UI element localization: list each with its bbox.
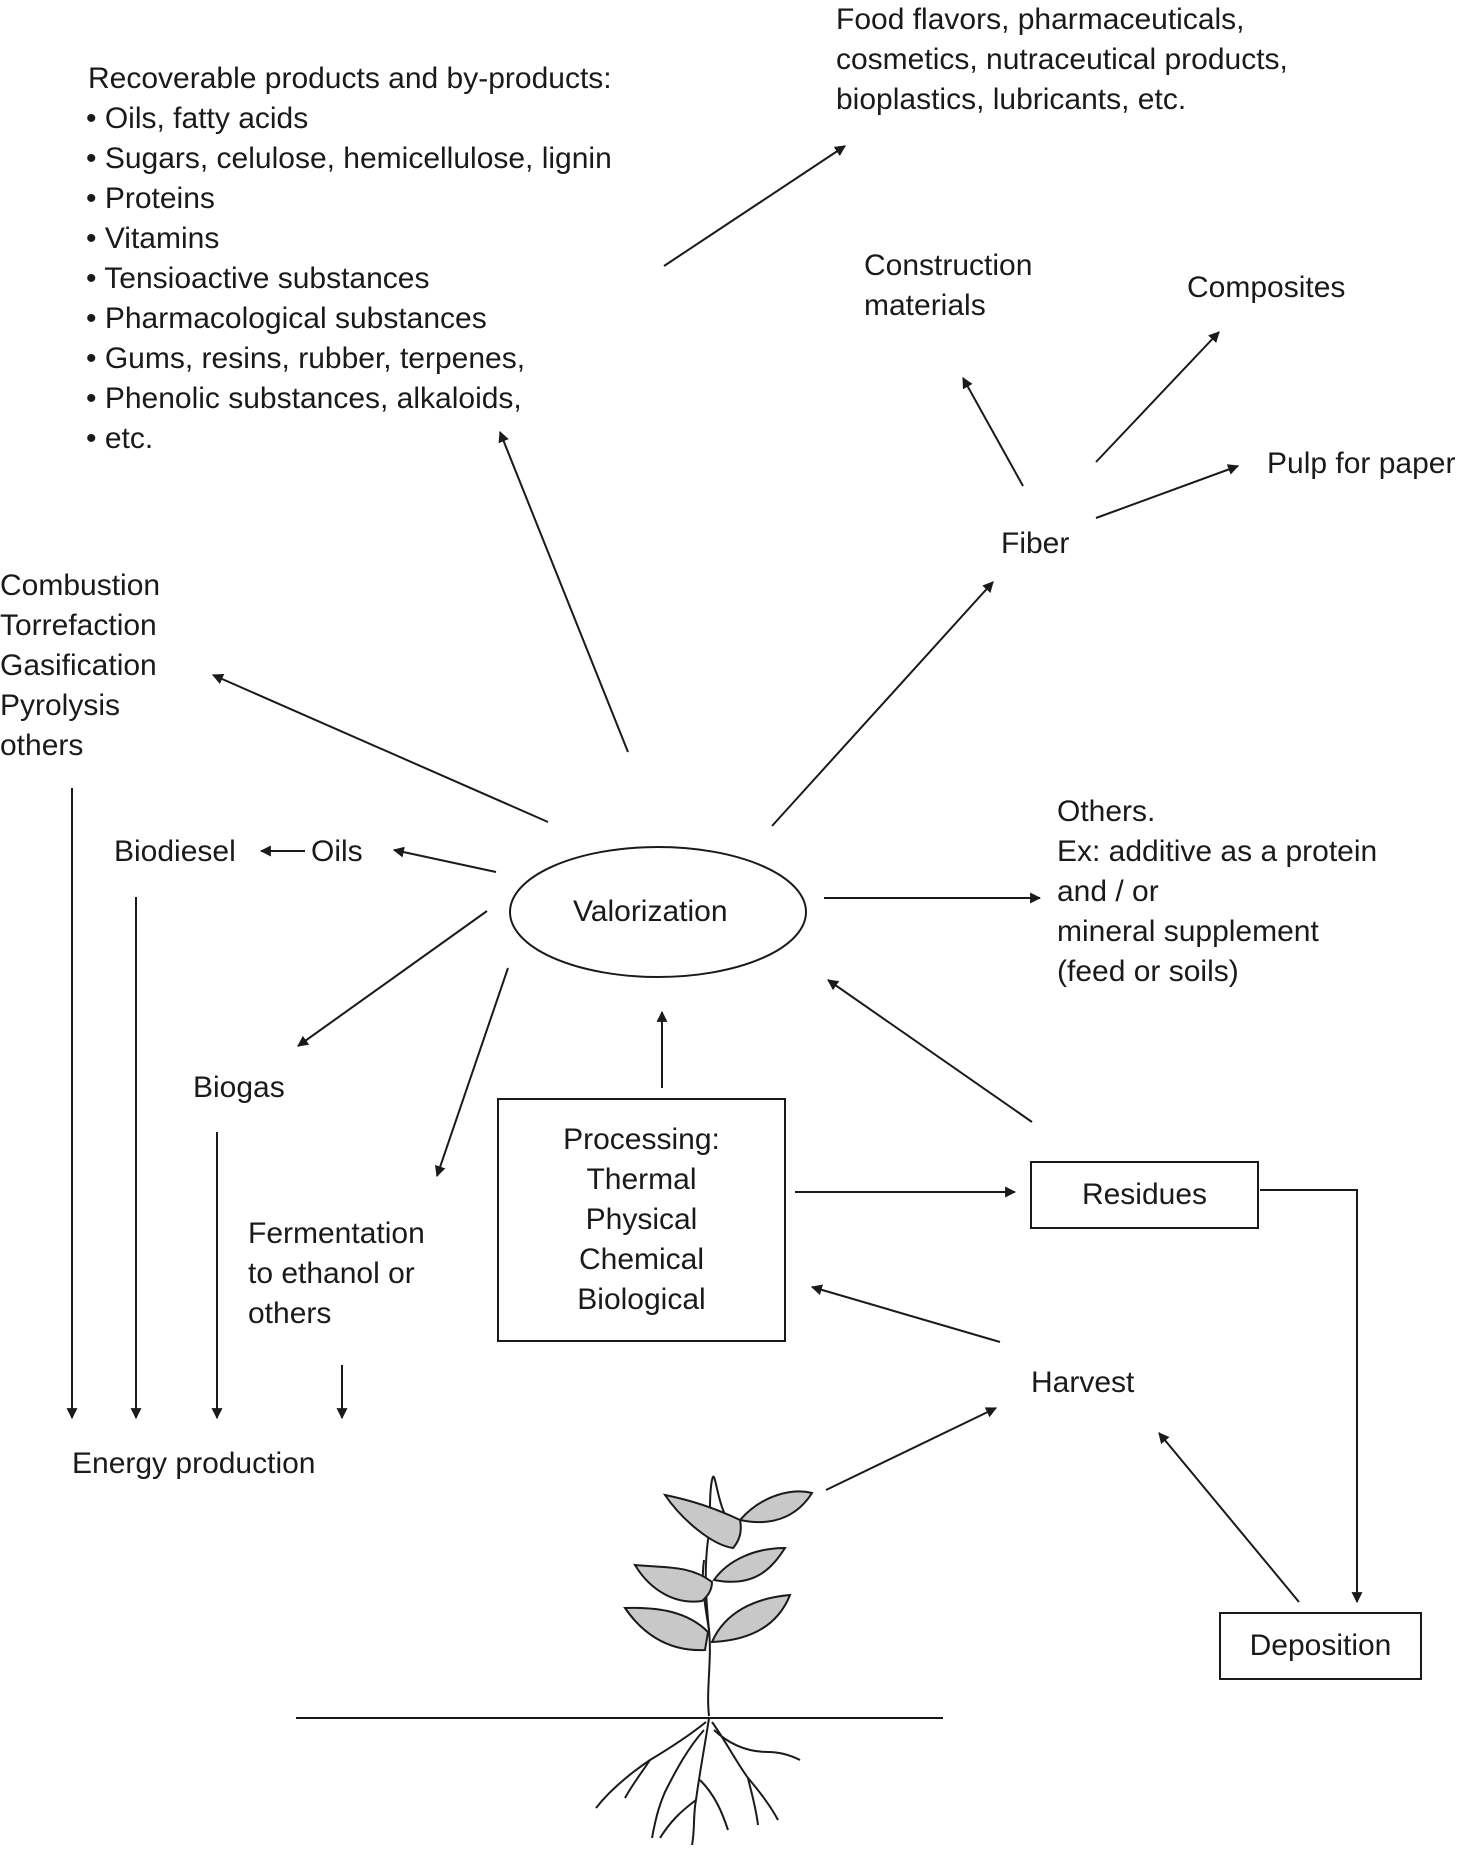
- list-item: • Sugars, celulose, hemicellulose, ligni…: [86, 142, 612, 175]
- deposition-box: Deposition: [1219, 1612, 1422, 1680]
- arrow-residues-to-deposition: [1260, 1189, 1363, 1604]
- harvest-label: Harvest: [1031, 1366, 1135, 1399]
- arrow-to-products: [498, 430, 629, 753]
- list-item: • etc.: [86, 422, 154, 455]
- arrow-fiber-to-composites: [1095, 331, 1220, 463]
- arrow-deposition-to-harvest: [1158, 1432, 1300, 1603]
- arrow-to-thermochemical: [211, 673, 549, 823]
- biogas-label: Biogas: [193, 1071, 285, 1104]
- food-flavors-label: Food flavors, pharmaceuticals, cosmetics…: [836, 3, 1288, 116]
- arrow-to-fermentation: [434, 967, 509, 1178]
- arrow-products-to-food: [663, 145, 846, 267]
- oils-label: Oils: [311, 835, 363, 868]
- list-item: • Pharmacological substances: [86, 302, 487, 335]
- composites-label: Composites: [1187, 271, 1346, 304]
- products-heading: Recoverable products and by-products:: [88, 62, 612, 95]
- energy-production-label: Energy production: [72, 1447, 316, 1480]
- valorization-node: [509, 846, 807, 978]
- arrow-to-fiber: [771, 581, 994, 827]
- arrow-harvest-to-processing: [810, 1284, 1001, 1343]
- arrow-plant-to-harvest: [825, 1407, 997, 1491]
- fiber-label: Fiber: [1001, 527, 1070, 560]
- products-list: • Oils, fatty acids • Sugars, celulose, …: [86, 99, 612, 459]
- others-label: Others. Ex: additive as a protein and / …: [1057, 795, 1378, 988]
- arrow-fiber-to-construction: [962, 377, 1024, 487]
- residues-label: Residues: [1081, 1178, 1208, 1211]
- arrow-residues-to-valorization: [827, 979, 1033, 1123]
- arrow-to-oils: [392, 846, 497, 873]
- biodiesel-label: Biodiesel: [114, 835, 236, 868]
- list-item: • Proteins: [86, 182, 215, 215]
- pulp-for-paper-label: Pulp for paper: [1267, 447, 1456, 480]
- list-item: • Gums, resins, rubber, terpenes,: [86, 342, 526, 375]
- list-item: • Vitamins: [86, 222, 220, 255]
- fermentation-label: Fermentation to ethanol or others: [248, 1217, 425, 1330]
- plant-icon: [595, 1475, 814, 1846]
- list-item: • Oils, fatty acids: [86, 102, 309, 135]
- deposition-label: Deposition: [1249, 1629, 1392, 1662]
- residues-box: Residues: [1030, 1161, 1259, 1229]
- list-item: • Tensioactive substances: [86, 262, 430, 295]
- valorization-label: Valorization: [573, 895, 728, 928]
- arrow-fiber-to-pulp: [1095, 464, 1240, 519]
- thermochemical-label: Combustion Torrefaction Gasification Pyr…: [0, 569, 161, 762]
- list-item: • Phenolic substances, alkaloids,: [86, 382, 522, 415]
- processing-box: Processing: Thermal Physical Chemical Bi…: [497, 1098, 786, 1342]
- arrow-to-biogas: [297, 910, 488, 1047]
- construction-materials-label: Construction materials: [864, 249, 1033, 322]
